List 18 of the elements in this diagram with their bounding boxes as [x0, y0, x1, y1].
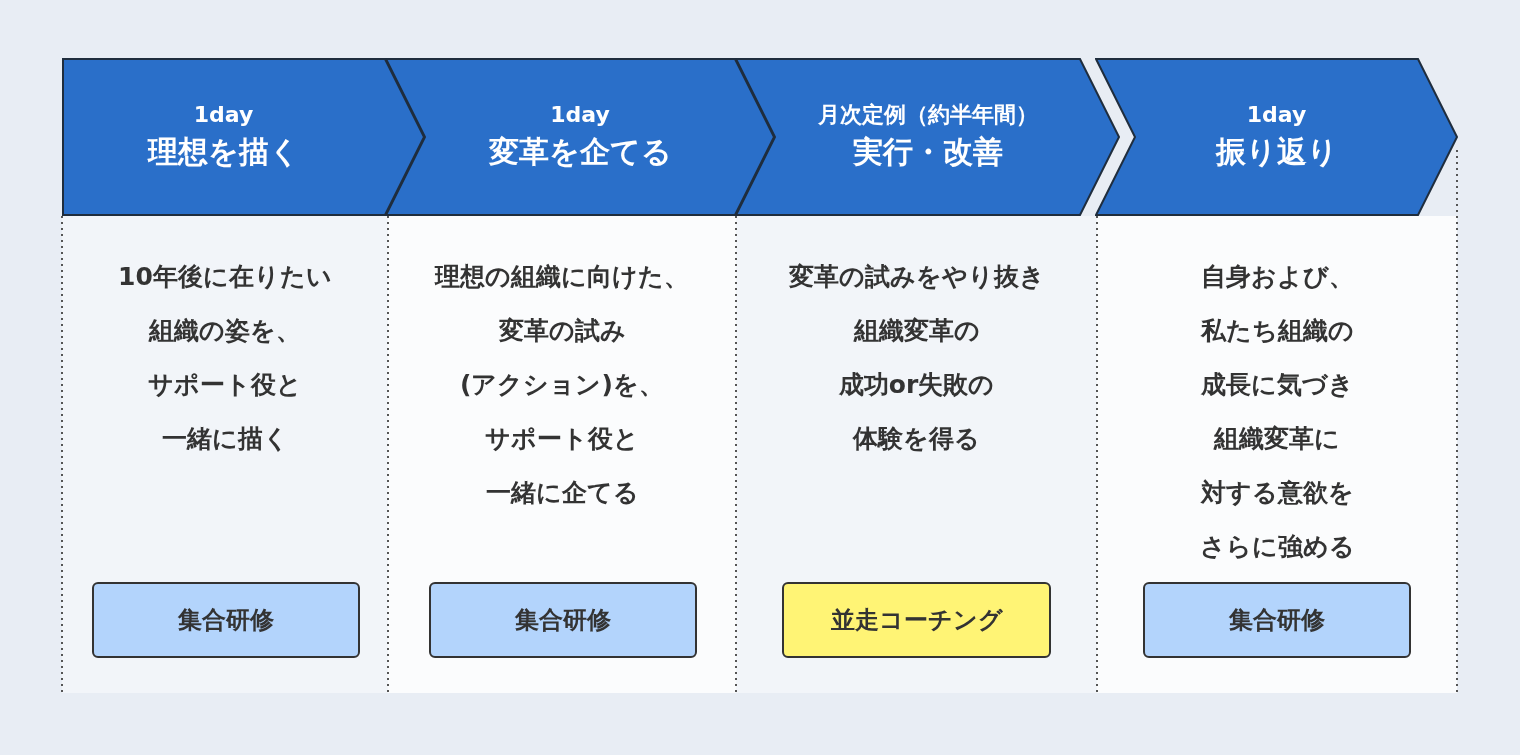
description-text: 自身および、私たち組織の成長に気づき組織変革に対する意欲をさらに強める	[1198, 261, 1356, 563]
column-panel	[62, 216, 388, 693]
program-type-box: 集合研修	[92, 582, 360, 658]
duration-label: 1day	[1246, 101, 1307, 129]
phase-title: 実行・改善	[852, 133, 1003, 171]
description-text: 理想の組織に向けた、変革の試み(アクション)を、サポート役と一緒に企てる	[433, 261, 690, 509]
description-text: 変革の試みをやり抜き組織変革の成功or失敗の体験を得る	[787, 261, 1046, 455]
column-panel	[388, 216, 736, 693]
column-panel	[1097, 216, 1457, 693]
phase-title: 振り返り	[1215, 133, 1338, 171]
program-type-box: 集合研修	[1143, 582, 1411, 658]
program-type-box: 集合研修	[429, 582, 697, 658]
description-text: 10年後に在りたい組織の姿を、サポート役と一緒に描く	[117, 261, 333, 455]
column-panel	[736, 216, 1097, 693]
duration-label: 月次定例（約半年間）	[817, 101, 1038, 129]
program-type-box: 並走コーチング	[782, 582, 1051, 658]
phase-title: 理想を描く	[147, 133, 300, 171]
duration-label: 1day	[193, 101, 254, 129]
